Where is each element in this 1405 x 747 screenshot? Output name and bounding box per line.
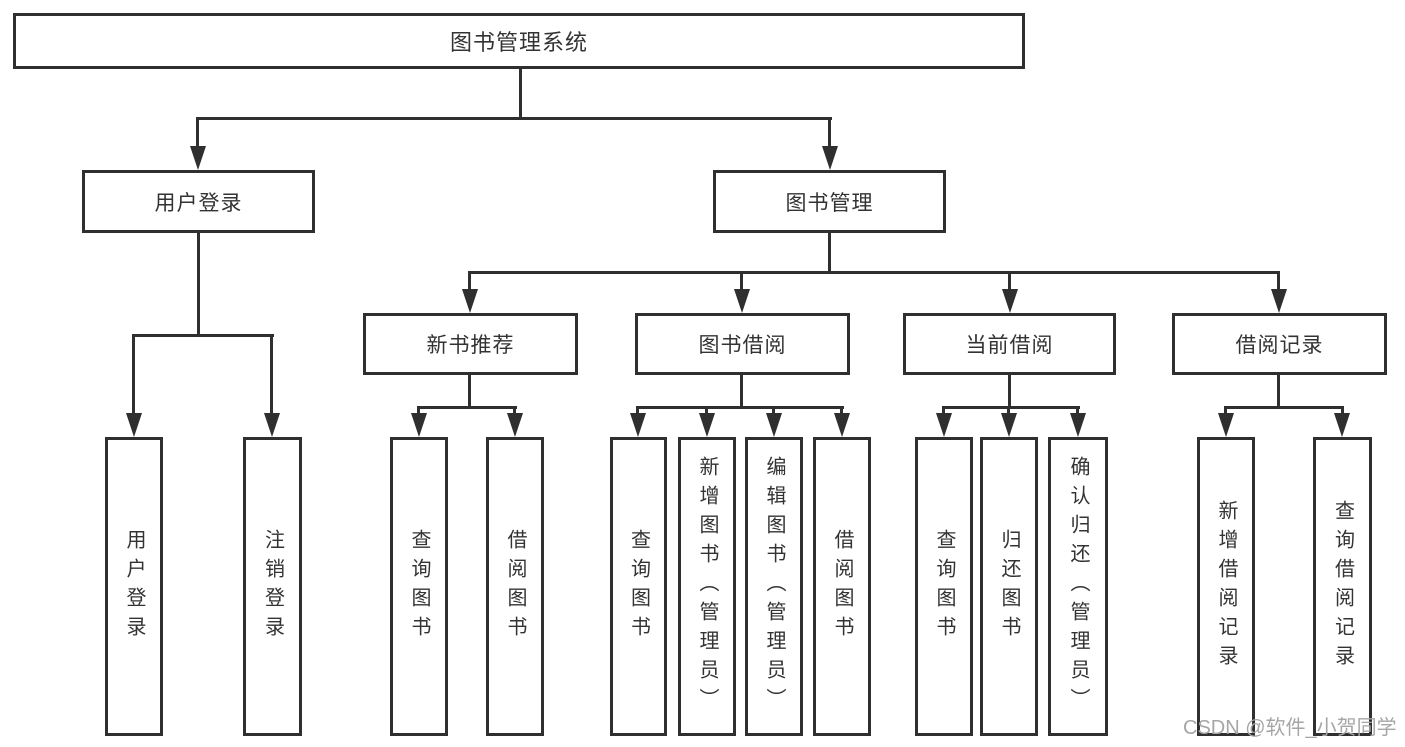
arrowhead-down-icon xyxy=(190,146,206,170)
leaf-query-borrow-record: 查询借阅记录 xyxy=(1313,437,1372,736)
leaf-query-books-current: 查询图书 xyxy=(915,437,973,736)
arrowhead-down-icon xyxy=(936,413,952,437)
arrowhead-down-icon xyxy=(1002,289,1018,313)
leaf-query-books-borrow: 查询图书 xyxy=(610,437,667,736)
connector-user-login-hline xyxy=(132,334,274,337)
leaf-return-book: 归还图书 xyxy=(980,437,1038,736)
connector-records-hline xyxy=(1224,406,1344,409)
arrowhead-down-icon xyxy=(630,413,646,437)
leaf-add-book-admin: 新增图书（管理员） xyxy=(678,437,736,736)
leaf-logout: 注销登录 xyxy=(243,437,302,736)
connector-book-mgmt-arrow-stem-2 xyxy=(740,271,743,291)
arrowhead-down-icon xyxy=(1271,289,1287,313)
arrowhead-down-icon xyxy=(1334,413,1350,437)
arrowhead-down-icon xyxy=(834,413,850,437)
connector-root-arrow-stem-left xyxy=(196,117,199,149)
arrowhead-down-icon xyxy=(1001,413,1017,437)
arrowhead-down-icon xyxy=(462,289,478,313)
node-book-management: 图书管理 xyxy=(713,170,946,233)
arrowhead-down-icon xyxy=(822,146,838,170)
connector-current-arrow-stem-3 xyxy=(1076,406,1079,416)
leaf-user-login: 用户登录 xyxy=(105,437,163,736)
connector-book-mgmt-hline xyxy=(468,271,1280,274)
csdn-watermark: CSDN @软件_小贺同学 xyxy=(1183,717,1397,739)
arrowhead-down-icon xyxy=(766,413,782,437)
node-root-system: 图书管理系统 xyxy=(13,13,1025,69)
leaf-confirm-return-admin: 确认归还（管理员） xyxy=(1048,437,1108,736)
leaf-add-borrow-record: 新增借阅记录 xyxy=(1197,437,1255,736)
node-user-login: 用户登录 xyxy=(82,170,315,233)
connector-records-arrow-stem-2 xyxy=(1341,406,1344,416)
connector-book-mgmt-stem xyxy=(828,233,831,274)
connector-recommend-stem xyxy=(468,375,471,409)
arrowhead-down-icon xyxy=(699,413,715,437)
arrowhead-down-icon xyxy=(264,413,280,437)
leaf-query-books-recommend: 查询图书 xyxy=(390,437,448,736)
arrowhead-down-icon xyxy=(734,289,750,313)
connector-borrow-arrow-stem-2 xyxy=(705,406,708,416)
connector-borrow-arrow-stem-4 xyxy=(840,406,843,416)
arrowhead-down-icon xyxy=(411,413,427,437)
connector-current-arrow-stem-2 xyxy=(1007,406,1010,416)
connector-recommend-hline xyxy=(417,406,517,409)
connector-borrow-arrow-stem-1 xyxy=(636,406,639,416)
connector-records-arrow-stem-1 xyxy=(1224,406,1227,416)
connector-user-login-arrow-stem-left xyxy=(132,334,135,415)
connector-recommend-arrow-stem-1 xyxy=(417,406,420,416)
node-borrow-records: 借阅记录 xyxy=(1172,313,1387,375)
connector-borrow-stem xyxy=(740,375,743,409)
connector-user-login-arrow-stem-right xyxy=(270,334,273,415)
leaf-borrow-books-recommend: 借阅图书 xyxy=(486,437,544,736)
connector-recommend-arrow-stem-2 xyxy=(513,406,516,416)
connector-user-login-stem xyxy=(197,233,200,337)
connector-borrow-arrow-stem-3 xyxy=(772,406,775,416)
node-current-borrow: 当前借阅 xyxy=(903,313,1116,375)
node-book-borrow: 图书借阅 xyxy=(635,313,850,375)
leaf-edit-book-admin: 编辑图书（管理员） xyxy=(745,437,803,736)
connector-book-mgmt-arrow-stem-1 xyxy=(468,271,471,291)
connector-records-stem xyxy=(1277,375,1280,409)
arrowhead-down-icon xyxy=(126,413,142,437)
connector-current-stem xyxy=(1008,375,1011,409)
connector-borrow-hline xyxy=(636,406,844,409)
connector-current-arrow-stem-1 xyxy=(942,406,945,416)
node-new-book-recommend: 新书推荐 xyxy=(363,313,578,375)
connector-root-stem xyxy=(519,69,522,120)
arrowhead-down-icon xyxy=(507,413,523,437)
arrowhead-down-icon xyxy=(1218,413,1234,437)
connector-root-arrow-stem-right xyxy=(828,117,831,149)
connector-current-hline xyxy=(942,406,1080,409)
connector-book-mgmt-arrow-stem-3 xyxy=(1008,271,1011,291)
connector-root-hline xyxy=(196,117,832,120)
leaf-borrow-books: 借阅图书 xyxy=(813,437,871,736)
arrowhead-down-icon xyxy=(1070,413,1086,437)
connector-book-mgmt-arrow-stem-4 xyxy=(1277,271,1280,291)
